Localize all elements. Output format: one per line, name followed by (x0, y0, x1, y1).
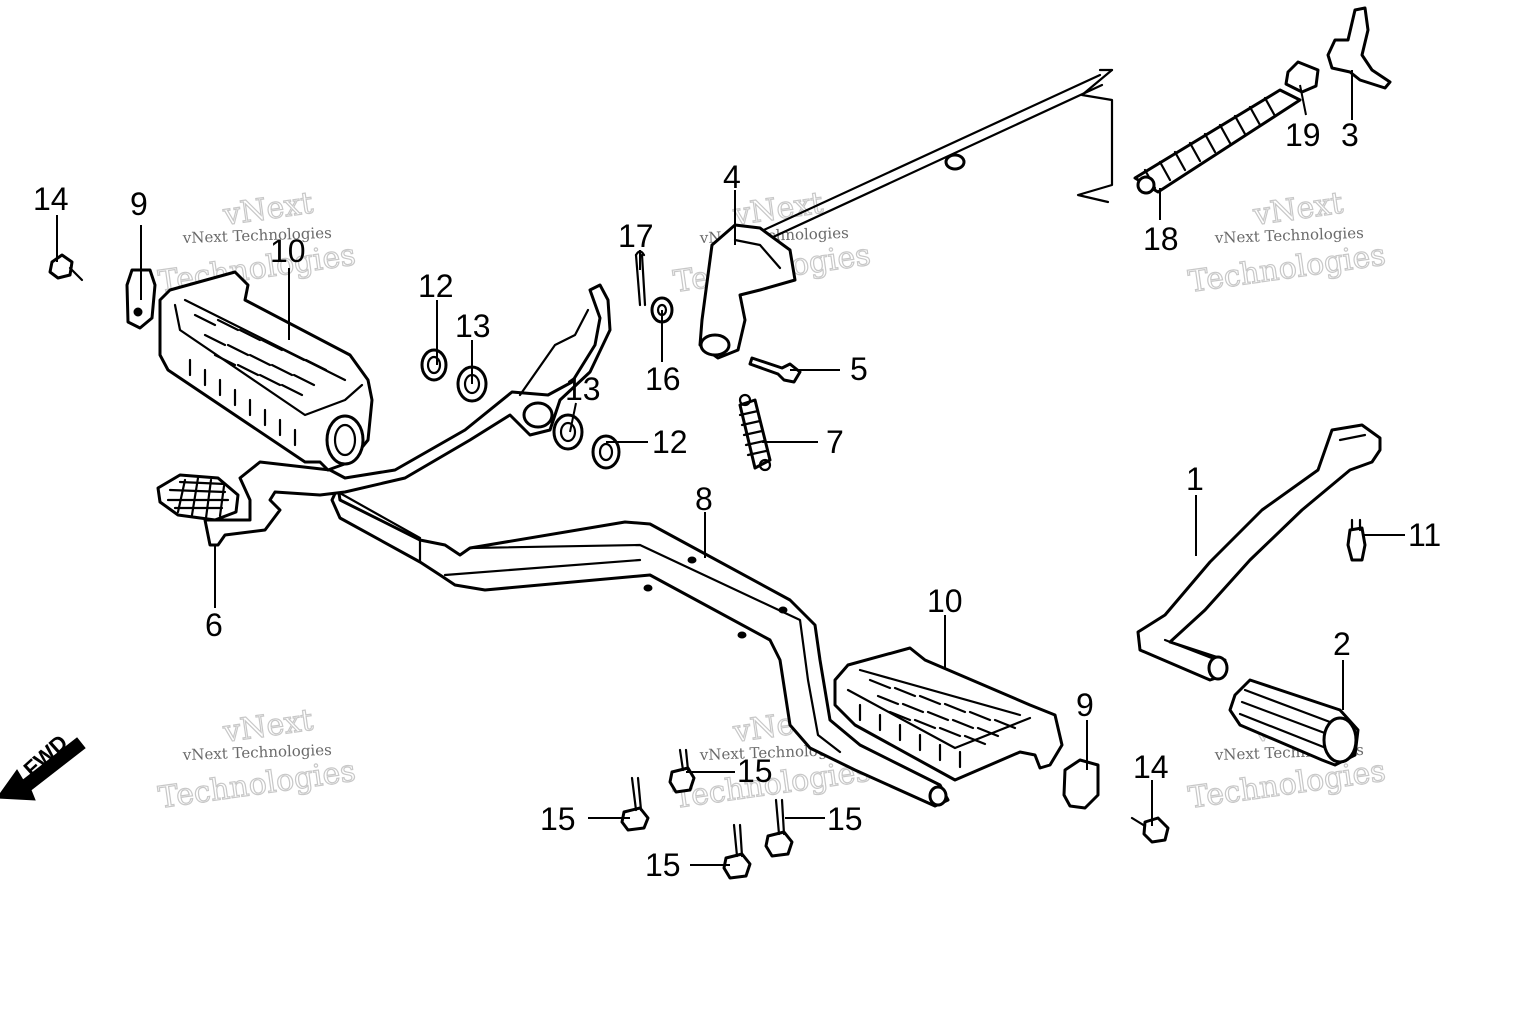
step-bar-part-8 (330, 485, 950, 808)
callout-14-left: 14 (33, 181, 69, 217)
bolt-part-15-b (668, 748, 696, 794)
callout-12-top: 12 (418, 268, 454, 304)
callout-5: 5 (850, 351, 868, 387)
leader-lines (56, 70, 1405, 866)
pin-part-5 (748, 356, 802, 384)
callout-labels: 14 9 10 12 13 13 12 17 16 4 5 7 8 6 10 1… (33, 117, 1441, 883)
cap-part-9-right (1062, 758, 1100, 810)
watermark-top-right: vNext Technologies vNext Technologies (1186, 185, 1389, 300)
bolt-part-14-right (1130, 816, 1170, 844)
callout-7: 7 (826, 424, 844, 460)
callout-2: 2 (1333, 626, 1351, 662)
callout-15-d: 15 (645, 847, 681, 883)
washer-part-12-top (420, 348, 448, 382)
callout-15-c: 15 (827, 801, 863, 837)
washer-part-12-right (591, 434, 621, 470)
footpeg-rubber-left-part-10 (158, 270, 374, 472)
callout-17: 17 (618, 218, 654, 254)
callout-12-right: 12 (652, 424, 688, 460)
callout-15-a: 15 (540, 801, 576, 837)
callout-19: 19 (1285, 117, 1321, 153)
callout-9-right: 9 (1076, 687, 1094, 723)
svg-text:vNext Technologies: vNext Technologies (182, 741, 333, 764)
callout-11: 11 (1408, 517, 1441, 553)
bushing-part-13-mid (552, 413, 584, 451)
callout-16: 16 (645, 361, 681, 397)
callout-13-top: 13 (455, 308, 491, 344)
watermark-bottom-left: vNext Technologies vNext Technologies (156, 702, 359, 816)
footpeg-rubber-right-part-10 (833, 646, 1064, 782)
brake-arm-part-4 (698, 223, 797, 360)
callout-3: 3 (1341, 117, 1359, 153)
svg-text:vNext Technologies: vNext Technologies (182, 224, 333, 247)
kick-arm-part-1 (1136, 423, 1382, 682)
bolt-part-15-c (764, 798, 794, 858)
wing-nut-part-3 (1326, 6, 1392, 90)
callout-9-left: 9 (130, 186, 148, 222)
brake-pedal-part-6 (156, 283, 612, 547)
callout-13-mid: 13 (565, 371, 601, 407)
spring-part-7 (738, 393, 772, 472)
callout-10-left: 10 (270, 233, 306, 269)
spring-part-18 (1133, 88, 1302, 195)
forward-direction-indicator: FWD (0, 730, 86, 801)
callout-15-b: 15 (737, 753, 773, 789)
kick-rubber-part-2 (1228, 678, 1360, 767)
callout-8: 8 (695, 481, 713, 517)
svg-text:Technologies: Technologies (1186, 238, 1387, 300)
bolt-part-15-a (620, 776, 650, 832)
callout-18: 18 (1143, 221, 1179, 257)
pin-part-19 (1284, 60, 1320, 94)
bolt-part-15-d (722, 823, 752, 880)
callout-6: 6 (205, 607, 223, 643)
brake-rod-part (740, 68, 1114, 252)
callout-14-right: 14 (1133, 749, 1169, 785)
callout-4: 4 (723, 159, 741, 195)
bolt-part-11 (1346, 518, 1367, 562)
bolt-part-14-left (48, 253, 84, 282)
callout-10-right: 10 (927, 583, 963, 619)
watermark-top-left: vNext Technologies vNext Technologies (156, 185, 359, 300)
svg-text:vNext Technologies: vNext Technologies (1214, 224, 1365, 247)
callout-1: 1 (1186, 461, 1204, 497)
